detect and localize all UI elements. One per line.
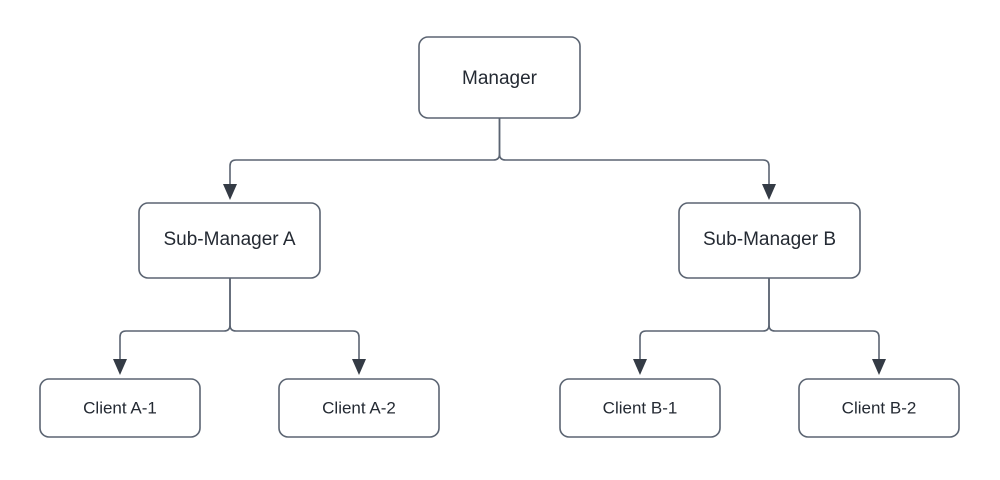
node-client-b2[interactable]: Client B-2 bbox=[798, 378, 960, 438]
edge-group-sub-manager-b-to-clients bbox=[633, 278, 886, 375]
edge-sub-manager-a-to-client-a2 bbox=[229, 278, 360, 361]
node-sub-manager-a[interactable]: Sub-Manager A bbox=[138, 202, 321, 279]
node-client-a2[interactable]: Client A-2 bbox=[278, 378, 440, 438]
arrowhead-manager-to-sub-manager-a bbox=[223, 184, 237, 200]
arrowhead-sub-manager-b-to-client-b1 bbox=[633, 359, 647, 375]
node-sub-manager-a-box[interactable] bbox=[138, 202, 321, 279]
node-client-b1-box[interactable] bbox=[559, 378, 721, 438]
edge-group-sub-manager-a-to-clients bbox=[113, 278, 366, 375]
node-client-a1-label: Client A-1 bbox=[83, 398, 157, 417]
node-manager[interactable]: Manager bbox=[418, 36, 581, 119]
node-sub-manager-b[interactable]: Sub-Manager B bbox=[678, 202, 861, 279]
node-client-a1-box[interactable] bbox=[39, 378, 201, 438]
edge-manager-to-sub-manager-a bbox=[229, 118, 501, 186]
node-client-b2-box[interactable] bbox=[798, 378, 960, 438]
node-client-b1-label: Client B-1 bbox=[603, 398, 678, 417]
edge-sub-manager-b-to-client-b2 bbox=[768, 278, 880, 361]
node-client-a2-box[interactable] bbox=[278, 378, 440, 438]
node-client-a1[interactable]: Client A-1 bbox=[39, 378, 201, 438]
edge-sub-manager-b-to-client-b1 bbox=[639, 278, 770, 361]
edge-sub-manager-a-to-client-a1 bbox=[119, 278, 231, 361]
node-manager-box[interactable] bbox=[418, 36, 581, 119]
node-sub-manager-b-box[interactable] bbox=[678, 202, 861, 279]
node-client-a2-label: Client A-2 bbox=[322, 398, 396, 417]
node-client-b1[interactable]: Client B-1 bbox=[559, 378, 721, 438]
node-client-b2-label: Client B-2 bbox=[842, 398, 917, 417]
arrowhead-sub-manager-a-to-client-a1 bbox=[113, 359, 127, 375]
arrowhead-sub-manager-b-to-client-b2 bbox=[872, 359, 886, 375]
edge-manager-to-sub-manager-b bbox=[498, 118, 770, 186]
node-sub-manager-a-label: Sub-Manager A bbox=[163, 229, 295, 250]
arrowhead-sub-manager-a-to-client-a2 bbox=[352, 359, 366, 375]
arrowhead-manager-to-sub-manager-b bbox=[762, 184, 776, 200]
node-sub-manager-b-label: Sub-Manager B bbox=[703, 229, 836, 250]
node-manager-label: Manager bbox=[462, 68, 538, 89]
edge-group-manager-to-submanagers bbox=[223, 118, 776, 200]
